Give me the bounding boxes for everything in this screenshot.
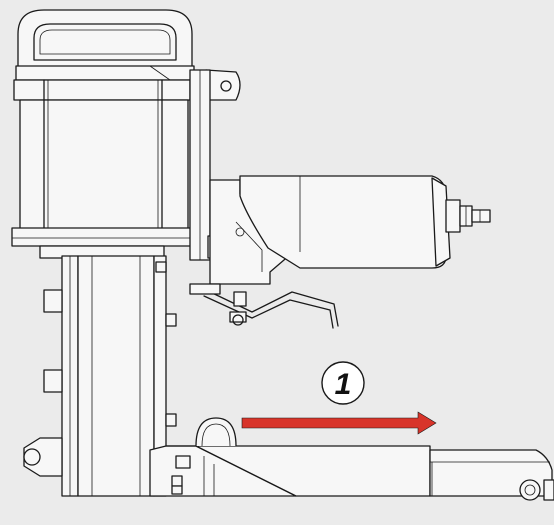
callout-marker: 1	[321, 361, 365, 405]
motion-arrow	[241, 411, 437, 435]
adjustment-knob	[519, 479, 554, 501]
callout-label: 1	[335, 368, 352, 401]
air-inlet-fitting	[445, 199, 491, 233]
trigger-lever	[189, 283, 339, 329]
slide-ring	[195, 417, 237, 447]
drive-column	[23, 255, 177, 497]
motor-housing	[11, 79, 193, 259]
handle	[15, 9, 195, 81]
valve-body	[209, 175, 451, 285]
base-plate	[149, 445, 431, 497]
